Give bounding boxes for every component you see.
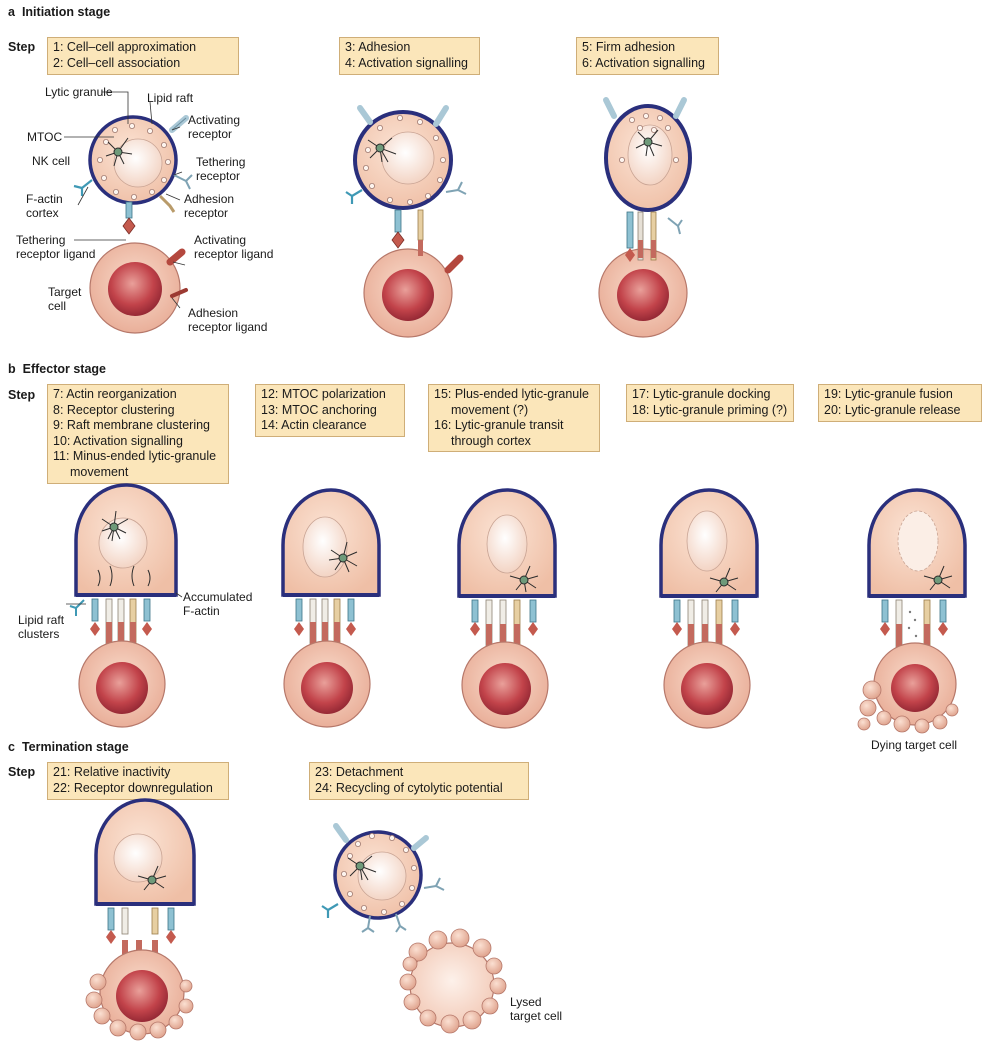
target-cell-icon [664,642,750,728]
target-cell-icon [90,243,180,333]
caption-activating-ligand-1: Activating [194,233,246,247]
nk-cell-icon [90,117,176,203]
synapse-b1 [70,599,165,727]
caption-adhesion-receptor-1: Adhesion [184,192,234,206]
caption-dying-target: Dying target cell [871,738,957,752]
termination-cell-c2 [322,826,506,1033]
caption-tethering-ligand-1: Tethering [16,233,65,247]
effector-cells [76,485,965,596]
caption-tethering-ligand-2: receptor ligand [16,247,95,261]
target-cell-icon [364,249,452,337]
caption-tethering-receptor-2: receptor [196,169,240,183]
synapse-b5 [858,600,958,733]
ligand-icon [448,258,460,270]
caption-target-cell-1: Target [48,285,81,299]
caption-tethering-receptor-1: Tethering [196,155,245,169]
caption-adhesion-receptor-2: receptor [184,206,228,220]
caption-f-actin-2: cortex [26,206,59,220]
caption-lysed-1: Lysed [510,995,542,1009]
nk-cell-icon [661,490,757,596]
caption-lysed-2: target cell [510,1009,562,1023]
caption-accumulated-1: Accumulated [183,590,252,604]
caption-mtoc: MTOC [27,130,62,144]
target-cell-icon [462,642,548,728]
nk-cell-icon [869,490,965,596]
caption-f-actin-1: F-actin [26,192,63,206]
receptor-icon [70,599,152,649]
caption-target-cell-2: cell [48,299,66,313]
nk-cell-icon [459,490,555,596]
nk-cell-icon [283,490,379,595]
caption-lipid-clusters-2: clusters [18,627,59,641]
caption-adhesion-ligand-2: receptor ligand [188,320,267,334]
caption-accumulated-2: F-actin [183,604,220,618]
caption-activating-receptor-2: receptor [188,127,232,141]
target-cell-icon [284,641,370,727]
termination-cell-c1 [86,800,194,1040]
caption-lipid-raft: Lipid raft [147,91,193,105]
nk-cell-icon [606,106,690,210]
caption-lipid-clusters-1: Lipid raft [18,613,64,627]
target-cell-icon [858,643,958,733]
caption-lytic-granule: Lytic granule [45,85,113,99]
synapse-b3 [462,600,548,728]
synapse-b4 [664,600,750,728]
caption-activating-ligand-2: receptor ligand [194,247,273,261]
nk-cell-icon [335,832,421,918]
synapse-b2 [284,599,370,727]
caption-activating-receptor-1: Activating [188,113,240,127]
caption-nk-cell: NK cell [32,154,70,168]
target-cell-icon [79,641,165,727]
caption-adhesion-ligand-1: Adhesion [188,306,238,320]
target-cell-icon [599,249,687,337]
target-cell-icon [400,929,506,1033]
target-cell-icon [86,950,193,1040]
nk-cell-icon [76,485,176,595]
